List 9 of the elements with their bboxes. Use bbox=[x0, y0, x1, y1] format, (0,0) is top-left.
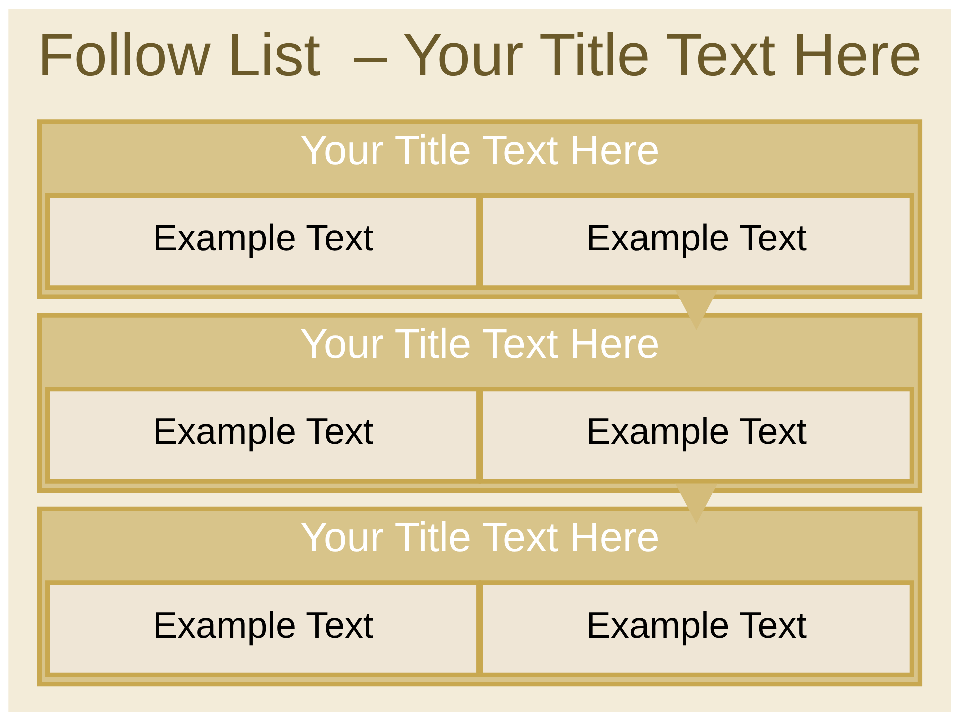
node-box: Example Text bbox=[46, 192, 482, 290]
node-box: Example Text bbox=[46, 580, 482, 677]
node-box: Example Text bbox=[478, 580, 914, 677]
node-box: Example Text bbox=[46, 386, 482, 484]
node-box: Example Text bbox=[478, 386, 914, 484]
arrow bbox=[676, 290, 718, 330]
node-box: Example Text bbox=[478, 192, 914, 290]
diagram-title: Follow List – Your Title Text Here bbox=[38, 20, 922, 88]
arrow bbox=[676, 483, 718, 524]
